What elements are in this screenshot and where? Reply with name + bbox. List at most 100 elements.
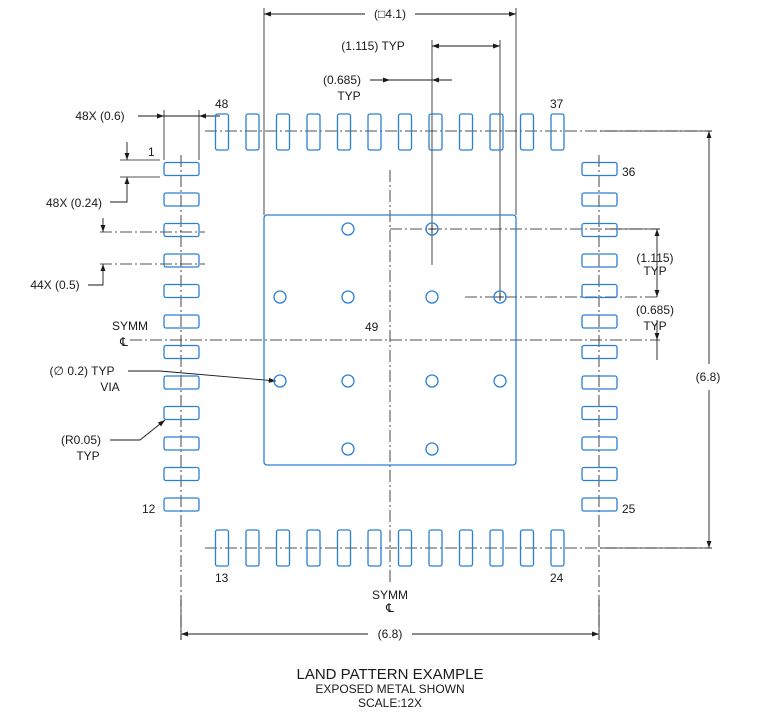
pads-group	[163, 113, 618, 567]
pad-right	[581, 375, 618, 390]
body-dim-text: (□4.1)	[374, 7, 406, 21]
pad-length-text: 48X (0.6)	[75, 109, 124, 123]
pad-left	[163, 436, 200, 451]
pad-left	[163, 192, 200, 207]
via	[341, 222, 355, 236]
via	[425, 374, 439, 388]
pad-left	[163, 314, 200, 329]
pad-pitch-text: 44X (0.5)	[30, 278, 79, 292]
pad-top	[306, 113, 321, 151]
via	[425, 442, 439, 456]
symm-bottom-text: SYMM	[372, 588, 408, 602]
overall-height-text: (6.8)	[696, 370, 721, 384]
pad-left	[163, 222, 200, 238]
via	[273, 290, 287, 304]
pin-label-24: 24	[550, 571, 564, 585]
pad-bottom	[336, 529, 352, 567]
pad-bottom	[245, 529, 260, 567]
via	[493, 290, 507, 304]
via-offset-x-value: (0.685)	[323, 73, 361, 87]
via	[425, 222, 439, 236]
center-lines	[100, 130, 712, 640]
pad-right	[581, 314, 618, 329]
pad-left	[163, 375, 200, 390]
pad-right	[581, 344, 618, 360]
pad-bottom	[458, 529, 474, 567]
pad-right	[581, 497, 618, 512]
pad-top	[550, 113, 565, 151]
pad-top	[336, 113, 352, 151]
via-pitch-y-typ: TYP	[643, 264, 666, 278]
pad-bottom	[519, 529, 535, 567]
pad-bottom	[214, 529, 230, 567]
thermal-pad	[263, 214, 517, 466]
pad-top	[489, 113, 504, 151]
via-offset-y-typ: TYP	[643, 319, 666, 333]
symm-left-text: SYMM	[112, 319, 148, 333]
caption-scale: SCALE:12X	[358, 696, 422, 710]
via	[273, 374, 287, 388]
pin-label-13: 13	[215, 571, 229, 585]
radius-callout-text: (R0.05)	[61, 433, 101, 447]
pad-left	[163, 405, 200, 421]
pad-bottom	[306, 529, 321, 567]
pad-right	[581, 192, 618, 207]
pad-top	[245, 113, 260, 151]
pad-right	[581, 253, 618, 268]
via	[493, 374, 507, 388]
dimension-lines	[88, 11, 712, 637]
caption-subtitle: EXPOSED METAL SHOWN	[315, 682, 464, 696]
via	[341, 290, 355, 304]
pad-right	[581, 405, 618, 421]
pad-top	[428, 113, 443, 151]
pad-bottom	[550, 529, 565, 567]
pin-label-25: 25	[622, 502, 636, 516]
pin-label-48: 48	[215, 97, 229, 111]
pin-label-1: 1	[148, 145, 155, 159]
symm-left-symbol: ℄	[119, 335, 128, 349]
pad-top	[367, 113, 382, 151]
via-callout-text: (∅ 0.2) TYP	[50, 364, 115, 378]
pad-right	[581, 466, 618, 482]
pad-bottom	[397, 529, 413, 567]
pad-bottom	[489, 529, 504, 567]
pin-label-12: 12	[142, 502, 156, 516]
pad-right	[581, 161, 618, 177]
pad-top	[275, 113, 291, 151]
pin-label-36: 36	[622, 165, 636, 179]
via-callout-name: VIA	[100, 380, 119, 394]
pad-left	[163, 161, 200, 177]
vias-group	[273, 222, 507, 456]
pad-left	[163, 253, 200, 268]
pad-bottom	[367, 529, 382, 567]
pad-top	[519, 113, 535, 151]
extension-lines	[120, 8, 712, 640]
pad-right	[581, 283, 618, 299]
pad-top	[397, 113, 413, 151]
via-pitch-x-text: (1.115) TYP	[341, 39, 405, 53]
pad-width-text: 48X (0.24)	[46, 196, 102, 210]
pad-left	[163, 497, 200, 512]
pin-label-37: 37	[550, 97, 564, 111]
pad-bottom	[275, 529, 291, 567]
via-pitch-y-value: (1.115)	[636, 251, 673, 265]
via	[425, 290, 439, 304]
pad-left	[163, 344, 200, 360]
pad-top	[214, 113, 230, 151]
via	[341, 442, 355, 456]
radius-callout-typ: TYP	[76, 449, 99, 463]
thermal-pad-label: 49	[365, 320, 379, 334]
caption-title: LAND PATTERN EXAMPLE	[297, 666, 484, 683]
pad-left	[163, 466, 200, 482]
via-offset-y-value: (0.685)	[636, 303, 674, 317]
pad-bottom	[428, 529, 443, 567]
pad-top	[458, 113, 474, 151]
via	[341, 374, 355, 388]
overall-width-text: (6.8)	[378, 627, 403, 641]
pad-left	[163, 283, 200, 299]
symm-bottom-symbol: ℄	[385, 601, 394, 615]
pad-right	[581, 436, 618, 451]
pad-right	[581, 222, 618, 238]
leader-lines	[110, 370, 277, 441]
